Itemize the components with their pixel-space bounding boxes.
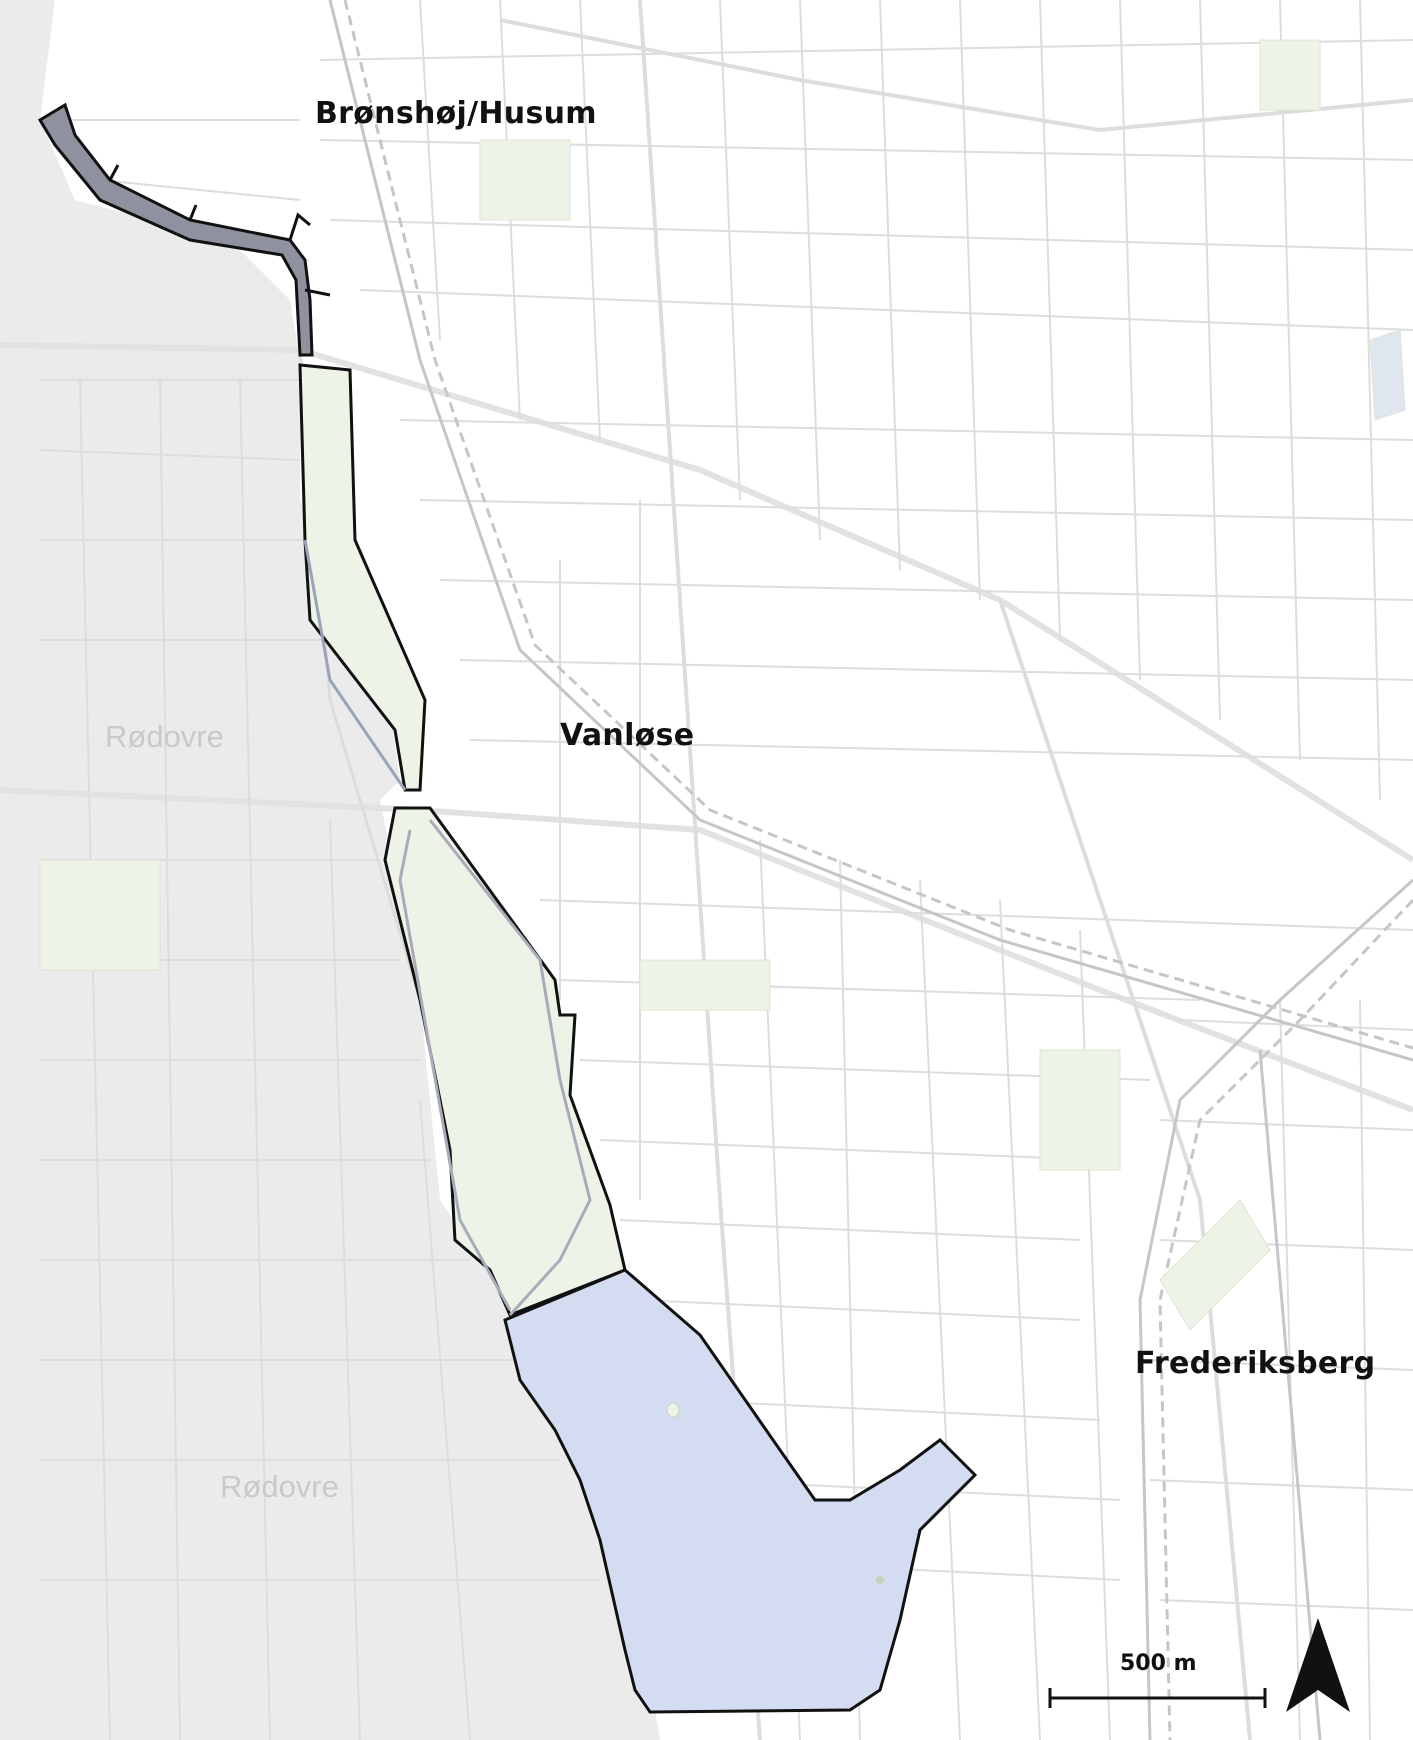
rodovre-area [0,0,660,1740]
railway-lines [328,0,1413,1740]
scale-bar-label: 500 m [1120,1651,1197,1676]
frederiksberg-label: Frederiksberg [1135,1346,1375,1381]
labels: Rødovre Rødovre Brønshøj/Husum Vanløse F… [105,96,1375,1504]
rodovre-label-upper: Rødovre [105,719,224,754]
rodovre-label-lower: Rødovre [220,1469,339,1504]
green-patches [39,39,1406,1331]
park-strip-upper [298,363,427,792]
stream-corridor [37,102,331,357]
bronshoj-husum-label: Brønshøj/Husum [315,96,597,131]
north-arrow-icon [1286,1618,1350,1712]
vanlose-label: Vanløse [560,718,694,753]
lake [503,1268,978,1714]
scale-bar: 500 m [1048,1651,1267,1708]
